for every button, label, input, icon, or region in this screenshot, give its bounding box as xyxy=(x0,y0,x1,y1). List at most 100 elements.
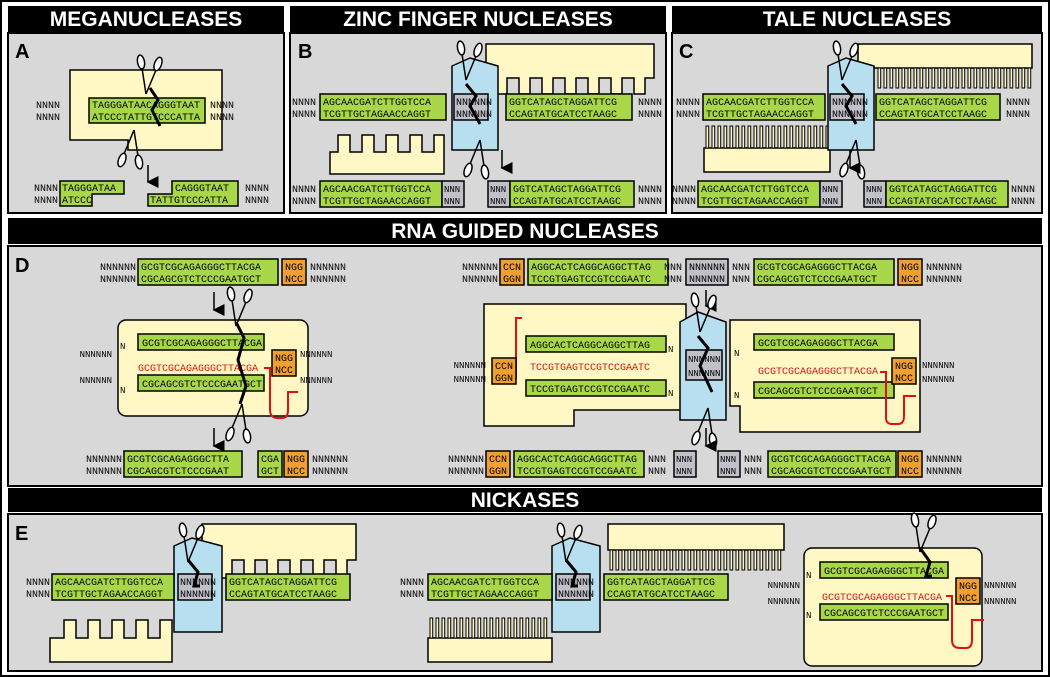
zinc-finger-array-bottom xyxy=(329,134,445,175)
svg-text:NNN: NNN xyxy=(866,185,882,195)
tale-repeat xyxy=(955,67,960,89)
svg-text:NNN: NNN xyxy=(720,455,736,465)
svg-text:NNNNNN: NNNNNN xyxy=(312,467,348,478)
svg-text:NNNN: NNNN xyxy=(1006,98,1030,109)
tale-repeat xyxy=(447,617,452,639)
svg-text:NNNN: NNNN xyxy=(672,185,696,196)
pam-site xyxy=(897,258,923,286)
svg-text:NGG: NGG xyxy=(901,455,919,466)
pam-site xyxy=(485,450,511,478)
svg-text:NNNNNN: NNNNNN xyxy=(448,467,484,478)
tale-array-bottom xyxy=(703,147,831,173)
svg-text:NCC: NCC xyxy=(287,467,305,478)
svg-text:NNNN: NNNN xyxy=(638,197,662,208)
talen-diagram: NNNN NNNN AGCAACGATCTTGGTCCA TCGTTGCTAGA… xyxy=(672,39,1035,208)
tale-repeat xyxy=(919,67,924,89)
svg-text:NNNN: NNNN xyxy=(210,101,234,112)
talen-right-site xyxy=(875,93,1001,121)
pam-site xyxy=(955,577,981,605)
tale-repeat xyxy=(819,125,824,149)
tale-repeat xyxy=(705,549,710,571)
svg-text:GGTCATAGCTAGGATTCG: GGTCATAGCTAGGATTCG xyxy=(513,185,621,196)
svg-text:NNNNNN: NNNNNN xyxy=(558,590,594,601)
tale-repeat xyxy=(877,67,882,89)
svg-text:NNN: NNN xyxy=(744,455,762,466)
tale-repeat xyxy=(967,67,972,89)
svg-text:NNNNNN: NNNNNN xyxy=(922,361,954,371)
svg-text:NCC: NCC xyxy=(901,275,919,286)
mega-right-product xyxy=(147,180,239,207)
svg-text:NNNN: NNNN xyxy=(292,197,316,208)
meganuclease-diagram: NNNN NNNN TAGGGATAACAGGGTAAT ATCCCTATTGT… xyxy=(34,53,269,207)
tale-repeat xyxy=(783,125,788,149)
svg-text:AGCAACGATCTTGGTCCA: AGCAACGATCTTGGTCCA xyxy=(706,98,814,109)
zfn-right-site xyxy=(505,93,633,121)
svg-text:NNNN: NNNN xyxy=(34,196,58,207)
foki-cut-line xyxy=(696,335,714,393)
svg-text:NNNNNN: NNNNNN xyxy=(300,376,332,386)
svg-text:NNNN: NNNN xyxy=(672,197,696,208)
svg-text:NNNN: NNNN xyxy=(36,101,60,112)
svg-text:CGCAGCGTCTCCCGAATGCT: CGCAGCGTCTCCCGAATGCT xyxy=(771,467,891,478)
svg-text:AGGCACTCAGGCAGGCTTAG: AGGCACTCAGGCAGGCTTAG xyxy=(531,263,651,274)
svg-text:NNN: NNN xyxy=(490,197,506,207)
svg-text:GCGTCGCAGAGGGCTTACGA: GCGTCGCAGAGGGCTTACGA xyxy=(771,455,891,466)
svg-text:NNNN: NNNN xyxy=(26,578,50,589)
svg-text:NNN: NNN xyxy=(648,455,666,466)
svg-text:N: N xyxy=(668,389,673,399)
svg-text:NNNNNN: NNNNNN xyxy=(310,263,346,274)
tale-repeat xyxy=(687,549,692,571)
tale-repeat xyxy=(681,549,686,571)
svg-text:AGGCACTCAGGCAGGCTTAG: AGGCACTCAGGCAGGCTTAG xyxy=(517,455,637,466)
svg-text:NNNNNN: NNNNNN xyxy=(832,98,868,109)
tale-repeat xyxy=(543,617,548,639)
svg-text:NNNN: NNNN xyxy=(245,184,269,195)
svg-text:NNNNNN: NNNNNN xyxy=(100,275,136,286)
svg-text:NNNN: NNNN xyxy=(676,110,700,121)
svg-text:GGTCATAGCTAGGATTCG: GGTCATAGCTAGGATTCG xyxy=(229,578,337,589)
zfn-nickase-diagram: NNNN NNNN AGCAACGATCTTGGTCCA TCGTTGCTAGA… xyxy=(26,521,357,663)
svg-text:NNN: NNN xyxy=(822,197,838,207)
svg-text:CGCAGCGTCTCCCGAATGCT: CGCAGCGTCTCCCGAATGCT xyxy=(757,275,877,286)
svg-text:NNN: NNN xyxy=(720,467,736,477)
svg-text:NNNNNN: NNNNNN xyxy=(312,455,348,466)
header-bar-meganucleases xyxy=(8,6,284,32)
svg-text:GCGTCGCAGAGGGCTTACGA: GCGTCGCAGAGGGCTTACGA xyxy=(141,263,261,274)
tale-repeats-bottom xyxy=(429,617,548,639)
svg-text:NGG: NGG xyxy=(895,362,913,373)
svg-text:CGCAGCGTCTCCCGAAT: CGCAGCGTCTCCCGAAT xyxy=(127,467,229,478)
svg-text:TCGTTGCTAGAACCAGGT: TCGTTGCTAGAACCAGGT xyxy=(431,590,539,601)
svg-text:NGG: NGG xyxy=(287,455,305,466)
guide-rna-scaffold xyxy=(264,367,298,419)
mega-cut-line xyxy=(148,87,162,127)
svg-text:NNN: NNN xyxy=(664,275,682,286)
svg-text:CGCAGCGTCTCCCGAATGCT: CGCAGCGTCTCCCGAATGCT xyxy=(141,275,261,286)
panel-label-e: E xyxy=(15,523,28,545)
svg-text:NNNNNN: NNNNNN xyxy=(926,467,962,478)
svg-text:GGTCATAGCTAGGATTCG: GGTCATAGCTAGGATTCG xyxy=(509,98,617,109)
tale-repeat xyxy=(435,617,440,639)
tale-repeat xyxy=(807,125,812,149)
tale-repeat xyxy=(717,125,722,149)
svg-text:NNNN: NNNN xyxy=(400,578,424,589)
svg-text:NNNNNN: NNNNNN xyxy=(448,455,484,466)
pam-site xyxy=(491,357,517,385)
svg-text:CCN: CCN xyxy=(503,263,521,274)
talen-left-site xyxy=(702,93,826,121)
svg-text:NNN: NNN xyxy=(676,467,692,477)
svg-text:GCGTCGCAGAGGGCTTACGA: GCGTCGCAGAGGGCTTACGA xyxy=(758,339,878,350)
tale-repeat xyxy=(1003,67,1008,89)
tale-repeat xyxy=(907,67,912,89)
svg-text:NNN: NNN xyxy=(444,197,460,207)
nick-line xyxy=(564,559,578,588)
tale-repeat xyxy=(1021,67,1026,89)
tale-repeat xyxy=(979,67,984,89)
svg-text:NNNNNN: NNNNNN xyxy=(462,263,498,274)
tale-repeat xyxy=(537,617,542,639)
svg-text:NNNNNN: NNNNNN xyxy=(86,455,122,466)
tale-array-top xyxy=(607,523,785,551)
pam-site xyxy=(271,349,297,377)
tale-repeat xyxy=(513,617,518,639)
svg-text:GCT: GCT xyxy=(261,467,279,478)
